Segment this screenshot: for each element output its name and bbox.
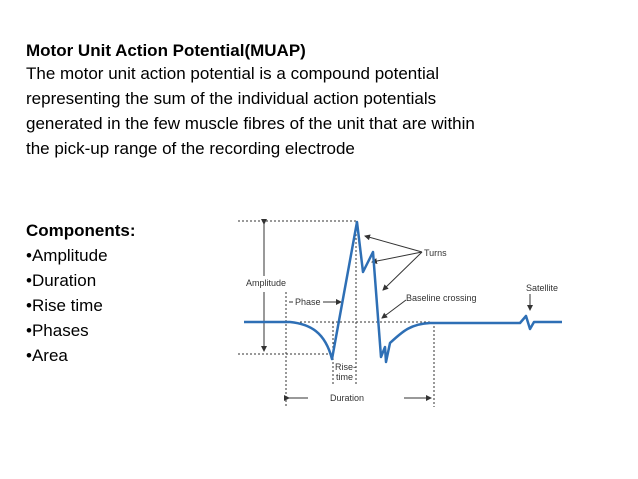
time-label: time bbox=[336, 372, 353, 382]
slide-title: Motor Unit Action Potential(MUAP) bbox=[26, 41, 306, 60]
turns-arrow-1 bbox=[364, 234, 423, 253]
baseline-crossing-label: Baseline crossing bbox=[406, 293, 477, 303]
muap-waveform bbox=[244, 220, 562, 364]
component-item-phases: •Phases bbox=[26, 321, 89, 340]
component-item-rise-time: •Rise time bbox=[26, 296, 103, 315]
reference-lines bbox=[238, 220, 435, 407]
duration-label: Duration bbox=[330, 393, 364, 403]
component-item-area: •Area bbox=[26, 346, 68, 365]
baseline-crossing-arrow bbox=[381, 299, 407, 319]
component-item-duration: •Duration bbox=[26, 271, 97, 290]
description-block: Motor Unit Action Potential(MUAP) The mo… bbox=[26, 40, 626, 161]
turns-label: Turns bbox=[424, 248, 447, 258]
components-items: •Amplitude •Duration •Rise time •Phases … bbox=[26, 243, 226, 368]
amplitude-label: Amplitude bbox=[246, 278, 286, 288]
turns-arrow-3 bbox=[382, 251, 423, 291]
description-line-2: representing the sum of the individual a… bbox=[26, 89, 437, 108]
component-item-amplitude: •Amplitude bbox=[26, 246, 108, 265]
measurement-arrows bbox=[261, 219, 533, 401]
description-line-1: The motor unit action potential is a com… bbox=[26, 64, 439, 83]
muap-diagram: Amplitude Phase Turns Baseline crossing … bbox=[238, 219, 562, 407]
phase-label: Phase bbox=[295, 297, 321, 307]
description-line-4: the pick-up range of the recording elect… bbox=[26, 139, 355, 158]
description-line-3: generated in the few muscle fibres of th… bbox=[26, 114, 475, 133]
components-heading: Components: bbox=[26, 221, 136, 240]
turns-arrow-2 bbox=[371, 251, 423, 264]
components-list: Components: •Amplitude •Duration •Rise t… bbox=[26, 218, 226, 368]
rise-label: Rise- bbox=[335, 362, 356, 372]
satellite-label: Satellite bbox=[526, 283, 558, 293]
